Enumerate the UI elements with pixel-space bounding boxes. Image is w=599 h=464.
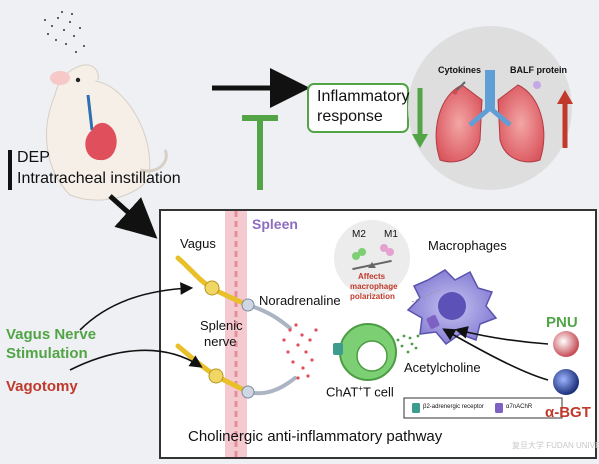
legend-box <box>403 397 563 419</box>
balf-protein-label: BALF protein <box>510 65 567 75</box>
legend-beta2-label: β2-adrenergic receptor <box>423 404 484 410</box>
watermark: 复旦大学 FUDAN UNIVERSITY <box>512 441 599 450</box>
vagus-label: Vagus <box>180 236 216 251</box>
abgt-arrow <box>442 328 549 381</box>
ganglion-bottom <box>208 368 224 384</box>
spleen-label: Spleen <box>252 216 298 232</box>
macrophages-label: Macrophages <box>428 238 507 253</box>
instillation-label: Intratracheal instillation <box>17 170 181 187</box>
spray-particles <box>44 11 85 53</box>
acetylcholine-particles <box>396 334 420 354</box>
decrease-arrow <box>412 88 428 148</box>
cytokines-label: Cytokines <box>438 65 482 75</box>
inflammatory-label-line2: response <box>317 108 383 125</box>
increase-arrow <box>557 90 573 148</box>
pnu-label: PNU <box>546 314 578 331</box>
pnu-arrow <box>454 326 549 345</box>
balf-protein-icon <box>533 81 541 89</box>
a7nachr-receptor-icon <box>426 315 440 329</box>
vagotomy-arrow <box>69 349 203 371</box>
legend-a7-icon <box>495 403 503 413</box>
splenic-nerve-label-line1: Splenic <box>200 318 243 333</box>
splenic-nerve-label-line2: nerve <box>204 334 237 349</box>
affects-label-line1: Affects <box>358 272 386 281</box>
cytokine-icon <box>452 81 466 95</box>
inhibition-symbol <box>242 115 278 190</box>
abgt-label: α-BGT <box>545 404 591 421</box>
splenic-node-top <box>241 298 255 312</box>
beta2-receptor-icon <box>333 343 343 355</box>
lung-circle <box>408 26 572 190</box>
pathway-title: Cholinergic anti-inflammatory pathway <box>188 428 443 445</box>
noradrenaline-label: Noradrenaline <box>259 293 341 308</box>
polarization-circle <box>334 220 410 296</box>
vns-label-line1: Vagus Nerve <box>6 326 97 343</box>
ganglion-top <box>204 280 220 296</box>
pnu-molecule-icon <box>553 331 579 357</box>
acetylcholine-label: Acetylcholine <box>404 360 481 375</box>
affects-label-line3: polarization <box>350 292 395 301</box>
mouse-illustration <box>46 64 168 201</box>
chat-t-cell <box>339 323 397 381</box>
abgt-molecule-icon <box>553 369 579 395</box>
m2-label: M2 <box>352 229 366 240</box>
vns-arrow <box>79 282 194 331</box>
spleen-strip <box>225 211 247 457</box>
dep-label: DEP <box>17 149 50 166</box>
m1-label: M1 <box>384 229 398 240</box>
inflammatory-label-line1: Inflammatory <box>317 88 410 105</box>
legend-beta2-icon <box>412 403 420 413</box>
splenic-node-bottom <box>241 385 255 399</box>
noradrenaline-particles <box>282 323 318 380</box>
vns-label-line2: Stimulation <box>6 345 88 362</box>
chat-t-cell-label: ChAT+T cell <box>326 384 394 400</box>
legend-a7-label: α7nAChR <box>506 404 533 410</box>
vagotomy-label: Vagotomy <box>6 378 78 395</box>
mouse-to-panel-arrow <box>108 194 158 239</box>
affects-label-line2: macrophage <box>350 282 398 291</box>
dep-bar <box>8 150 12 190</box>
